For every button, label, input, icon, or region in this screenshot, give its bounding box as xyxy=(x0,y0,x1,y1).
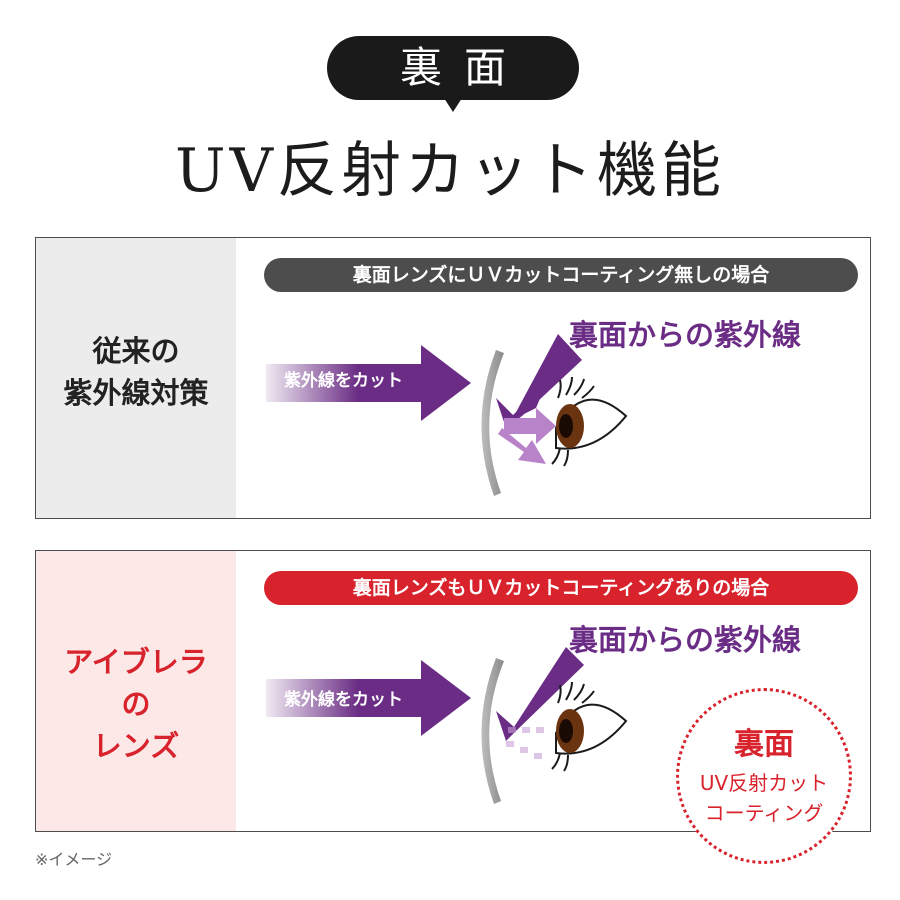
lens-icon xyxy=(481,350,504,496)
reflected-uv-arrow-icon xyxy=(498,408,556,464)
panel-label: アイブレラ の レンズ xyxy=(36,641,236,767)
cut-label: 紫外線をカット xyxy=(284,371,403,391)
back-uv-title: 裏面からの紫外線 xyxy=(569,623,802,657)
badge-pointer xyxy=(444,98,462,112)
back-uv-title: 裏面からの紫外線 xyxy=(569,318,802,352)
uv-diagram xyxy=(266,647,628,804)
panel-label-line: レンズ xyxy=(92,729,180,763)
blocked-uv-arrow-icon xyxy=(266,660,471,736)
panel-eyebrella: アイブレラ の レンズ 裏面レンズもＵＶカットコーティングありの場合 xyxy=(35,550,871,832)
page-title: UV反射カット機能 xyxy=(175,136,725,206)
back-uv-arrow-icon xyxy=(496,647,584,741)
panel-label-line: 紫外線対策 xyxy=(63,376,209,410)
uv-diagram xyxy=(266,334,628,496)
panel-label-area: 従来の 紫外線対策 xyxy=(36,238,236,518)
coating-stamp: 裏面 UV反射カット コーティング xyxy=(676,688,852,864)
condition-pill: 裏面レンズもＵＶカットコーティングありの場合 xyxy=(264,571,858,605)
panel-label: 従来の 紫外線対策 xyxy=(36,330,236,414)
eye-icon xyxy=(551,376,628,467)
back-uv-arrow-icon xyxy=(496,334,582,428)
blocked-uv-arrow-icon xyxy=(266,345,471,421)
faded-reflection-icon xyxy=(506,727,544,759)
stamp-title: 裏面 xyxy=(734,727,794,762)
header-badge xyxy=(327,36,579,100)
lens-icon xyxy=(481,658,504,804)
cut-label: 紫外線をカット xyxy=(284,690,403,710)
badge-label: 裏面 xyxy=(399,43,528,92)
stamp-line: コーティング xyxy=(704,801,824,825)
panel-label-area: アイブレラ の レンズ xyxy=(36,551,236,831)
footnote: ※イメージ xyxy=(35,850,113,869)
panel-label-line: の xyxy=(121,687,151,721)
panel-label-line: 従来の xyxy=(92,334,180,368)
eye-icon xyxy=(551,681,628,772)
stamp-line: UV反射カット xyxy=(699,771,829,795)
panel-label-line: アイブレラ xyxy=(64,645,208,679)
condition-pill: 裏面レンズにＵＶカットコーティング無しの場合 xyxy=(264,258,858,292)
panel-conventional: 従来の 紫外線対策 裏面レンズにＵＶカットコーティング無しの場合 xyxy=(35,237,871,519)
